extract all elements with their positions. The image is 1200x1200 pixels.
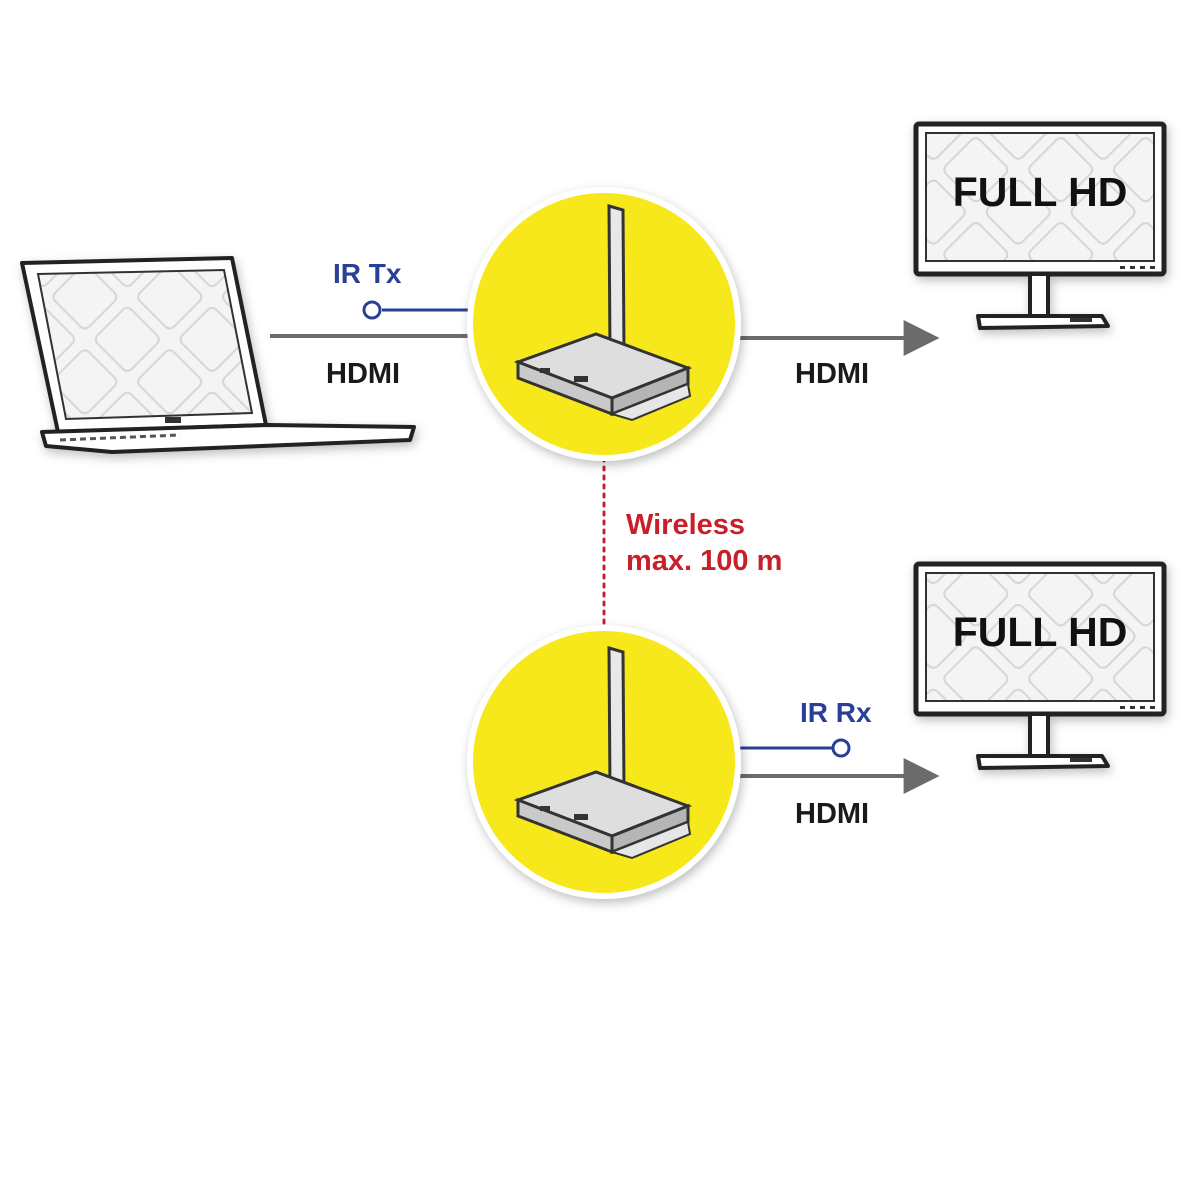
bottom-monitor-icon <box>913 561 1167 770</box>
wireless-label-line1: Wireless <box>626 509 745 541</box>
transmitter-device-icon <box>513 204 693 422</box>
receiver-circle <box>467 625 741 899</box>
ir-tx-line <box>362 300 470 320</box>
ir-rx-line <box>738 738 851 758</box>
ir-tx-label: IR Tx <box>333 258 402 289</box>
laptop-icon <box>20 256 416 454</box>
wireless-label-line2: max. 100 m <box>626 545 782 577</box>
transmitter-circle <box>467 187 741 461</box>
ir-rx-label: IR Rx <box>800 697 872 728</box>
hdmi-in-label: HDMI <box>326 358 400 390</box>
hdmi-out-top-label: HDMI <box>795 358 869 390</box>
top-monitor-icon <box>913 121 1167 330</box>
receiver-unit <box>467 625 741 899</box>
receiver-device-icon <box>513 646 693 860</box>
transmitter-unit <box>467 187 741 461</box>
bottom-monitor-screen-text: FULL HD <box>953 609 1128 655</box>
top-monitor-screen-text: FULL HD <box>953 169 1128 215</box>
hdmi-out-bottom-label: HDMI <box>795 798 869 830</box>
